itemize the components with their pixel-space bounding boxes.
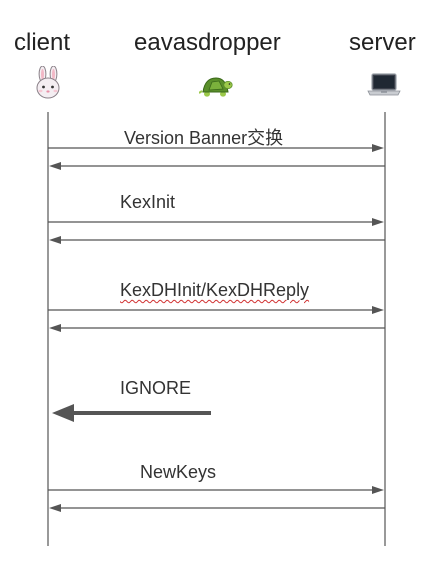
message-version-request (48, 144, 384, 152)
message-ignore-injected (52, 404, 211, 422)
message-label-newkeys: NewKeys (140, 462, 217, 482)
message-label-kexinit: KexInit (120, 192, 176, 212)
message-kexinit-reply (49, 236, 385, 244)
actor-server-label: server (349, 29, 416, 56)
actor-client-label: client (14, 29, 71, 56)
message-kexdh-reply (49, 324, 385, 332)
message-newkeys-request (48, 486, 384, 494)
message-version-reply (49, 162, 385, 170)
actor-eavesdropper-label: eavasdropper (134, 29, 281, 56)
message-label-version-banner: Version Banner交换 (124, 128, 284, 148)
rabbit-face-icon (36, 66, 60, 99)
message-label-ignore: IGNORE (120, 378, 192, 398)
laptop-icon (367, 73, 401, 96)
spellcheck-underline: KexDHInit/KexDHReply (120, 280, 310, 300)
message-newkeys-reply (49, 504, 385, 512)
turtle-icon (199, 77, 233, 97)
message-kexdh-request (48, 306, 384, 314)
message-kexinit-request (48, 218, 384, 226)
message-label-kexdh: KexDHInit/KexDHReply (120, 279, 309, 301)
